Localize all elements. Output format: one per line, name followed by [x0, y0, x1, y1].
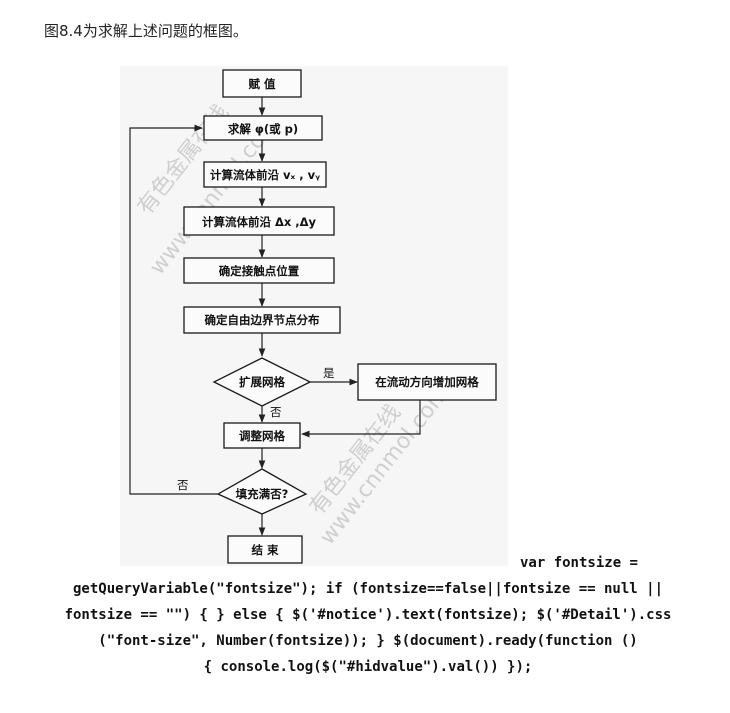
node-velocity: [203, 161, 327, 188]
node-boundary: [183, 306, 341, 334]
edge-filled-loop-back: [129, 124, 218, 495]
figure-caption: 图8.4为求解上述问题的框图。: [44, 22, 248, 40]
leaked-script-text: var fontsize = getQueryVariable("fontsiz…: [38, 550, 698, 680]
node-expand-label: 扩展网格: [239, 375, 285, 389]
edge-label-no: 否: [270, 405, 282, 419]
flowchart-edges: [129, 97, 421, 536]
node-velocity-label: 计算流体前沿 vₓ , vᵧ: [210, 168, 320, 182]
code-line: fontsize == "") { } else { $('#notice').…: [64, 607, 672, 623]
code-line: ("font-size", Number(fontsize)); } $(doc…: [98, 633, 638, 649]
code-line: getQueryVariable("fontsize"); if (fontsi…: [72, 581, 663, 597]
node-end: [227, 535, 303, 564]
edge-label-yes: 是: [323, 366, 335, 380]
node-assign-label: 赋 值: [248, 77, 276, 91]
node-adjust: [223, 422, 301, 449]
flowchart-nodes: 赋 值 求解 φ(或 p) 计算流体前沿 vₓ , vᵧ 计算流体前沿 Δx ,…: [183, 69, 497, 564]
node-boundary-label: 确定自由边界节点分布: [205, 313, 320, 327]
node-delta-label: 计算流体前沿 Δx ,Δy: [202, 215, 317, 229]
node-adjust-label: 调整网格: [239, 429, 285, 443]
edge-label-no: 否: [177, 478, 189, 492]
flowchart-panel: 有色金属在线 www.cnnmol.com 有色金属在线 www.cnnmol.…: [120, 66, 508, 566]
node-solve-label: 求解 φ(或 p): [228, 122, 298, 136]
node-contact: [183, 257, 335, 284]
node-contact-label: 确定接触点位置: [219, 264, 300, 278]
node-filled-decision: [216, 468, 308, 515]
node-add-mesh-label: 在流动方向增加网格: [375, 375, 479, 389]
node-filled-label: 填充满否?: [236, 487, 289, 501]
node-assign: [222, 69, 302, 98]
edge-add-mesh-adjust: [301, 400, 421, 438]
node-end-label: 结 束: [250, 543, 279, 557]
node-solve: [203, 115, 323, 141]
node-delta: [183, 206, 335, 236]
code-line: var fontsize =: [519, 555, 638, 571]
code-line: { console.log($("#hidvalue").val()) });: [203, 659, 533, 675]
node-expand-decision: [212, 357, 312, 407]
node-add-mesh: [357, 363, 497, 401]
flowchart: 有色金属在线 www.cnnmol.com 有色金属在线 www.cnnmol.…: [129, 69, 497, 564]
